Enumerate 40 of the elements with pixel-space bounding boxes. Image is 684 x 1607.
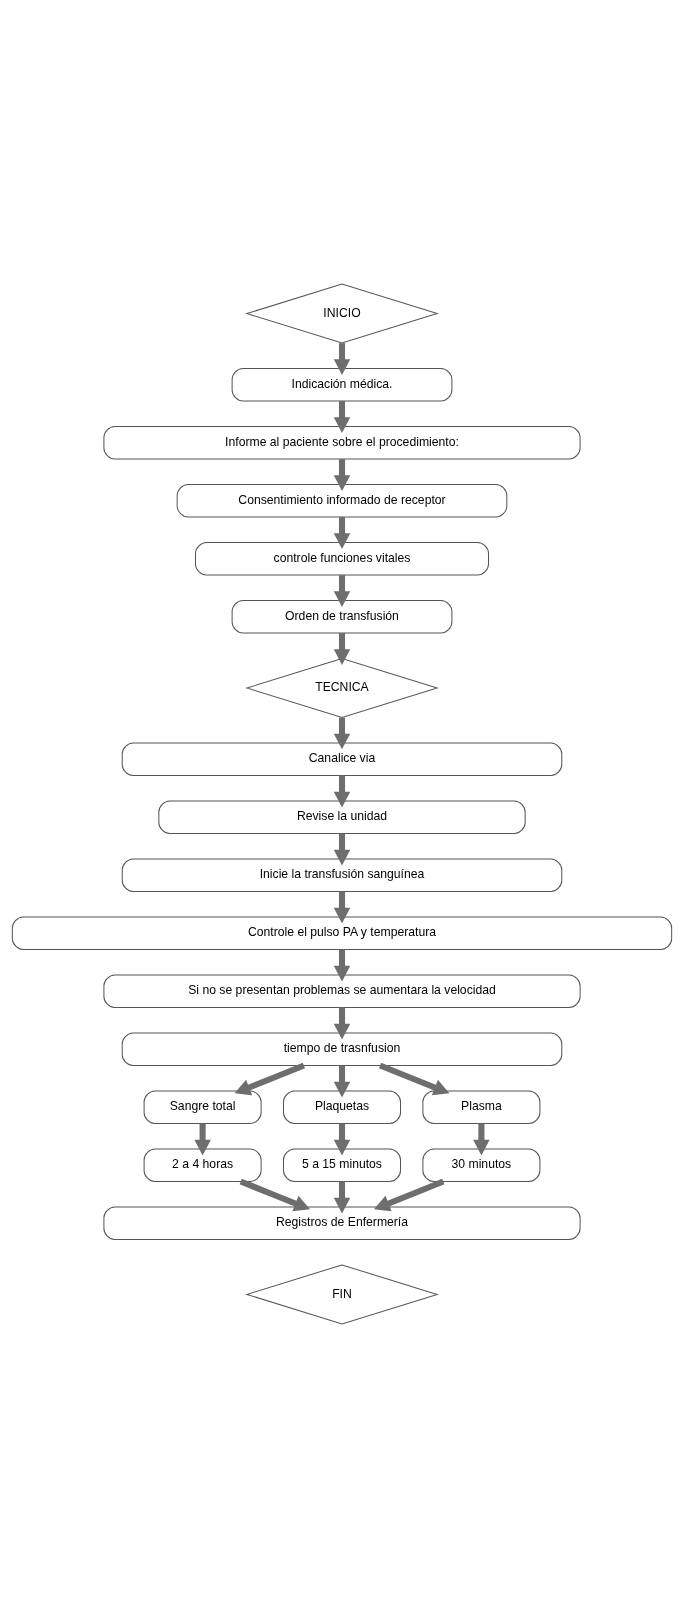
arrow (333, 1123, 351, 1155)
node-box: Informe al paciente sobre el procedimiento: (103, 425, 581, 460)
arrow (333, 775, 351, 807)
node-diamond: FIN (245, 1263, 439, 1324)
arrow (333, 458, 351, 491)
node-box: 2 a 4 horas (143, 1147, 262, 1182)
node-box: Plaquetas (283, 1089, 401, 1124)
node-box: Inicie la transfusión sanguínea (121, 857, 563, 892)
node-box: Sangre total (143, 1089, 262, 1124)
arrow (333, 400, 351, 433)
arrow (333, 1181, 351, 1213)
node-box: 5 a 15 minutos (283, 1147, 401, 1182)
arrow (333, 574, 351, 607)
arrow (373, 1178, 445, 1211)
arrow (194, 1123, 211, 1155)
node-box: Revise la unidad (158, 799, 526, 834)
node-box: Registros de Enfermería (103, 1205, 581, 1240)
arrow (333, 833, 351, 865)
node-box: Indicación médica. (231, 367, 453, 402)
node-box: controle funciones vitales (194, 541, 490, 576)
arrow (333, 949, 351, 981)
node-box: Plasma (422, 1089, 541, 1124)
node-diamond: INICIO (245, 283, 439, 344)
arrow (473, 1123, 490, 1155)
node-box: tiempo de trasnfusion (121, 1031, 563, 1066)
node-diamond: TECNICA (245, 657, 439, 718)
arrow (333, 632, 351, 665)
arrow (333, 516, 351, 549)
node-box: Controle el pulso PA y temperatura (11, 915, 673, 950)
arrow (333, 717, 351, 749)
arrow (333, 342, 351, 375)
node-box: Si no se presentan problemas se aumentara la velocidad (103, 973, 581, 1008)
node-box: Orden de transfusión (231, 599, 453, 634)
arrow (333, 1065, 351, 1097)
arrow (333, 891, 351, 923)
node-box: Canalice via (121, 741, 563, 776)
arrow (239, 1178, 311, 1211)
node-box: Consentimiento informado de receptor (176, 483, 508, 518)
arrow (333, 1007, 351, 1039)
node-box: 30 minutos (422, 1147, 541, 1182)
